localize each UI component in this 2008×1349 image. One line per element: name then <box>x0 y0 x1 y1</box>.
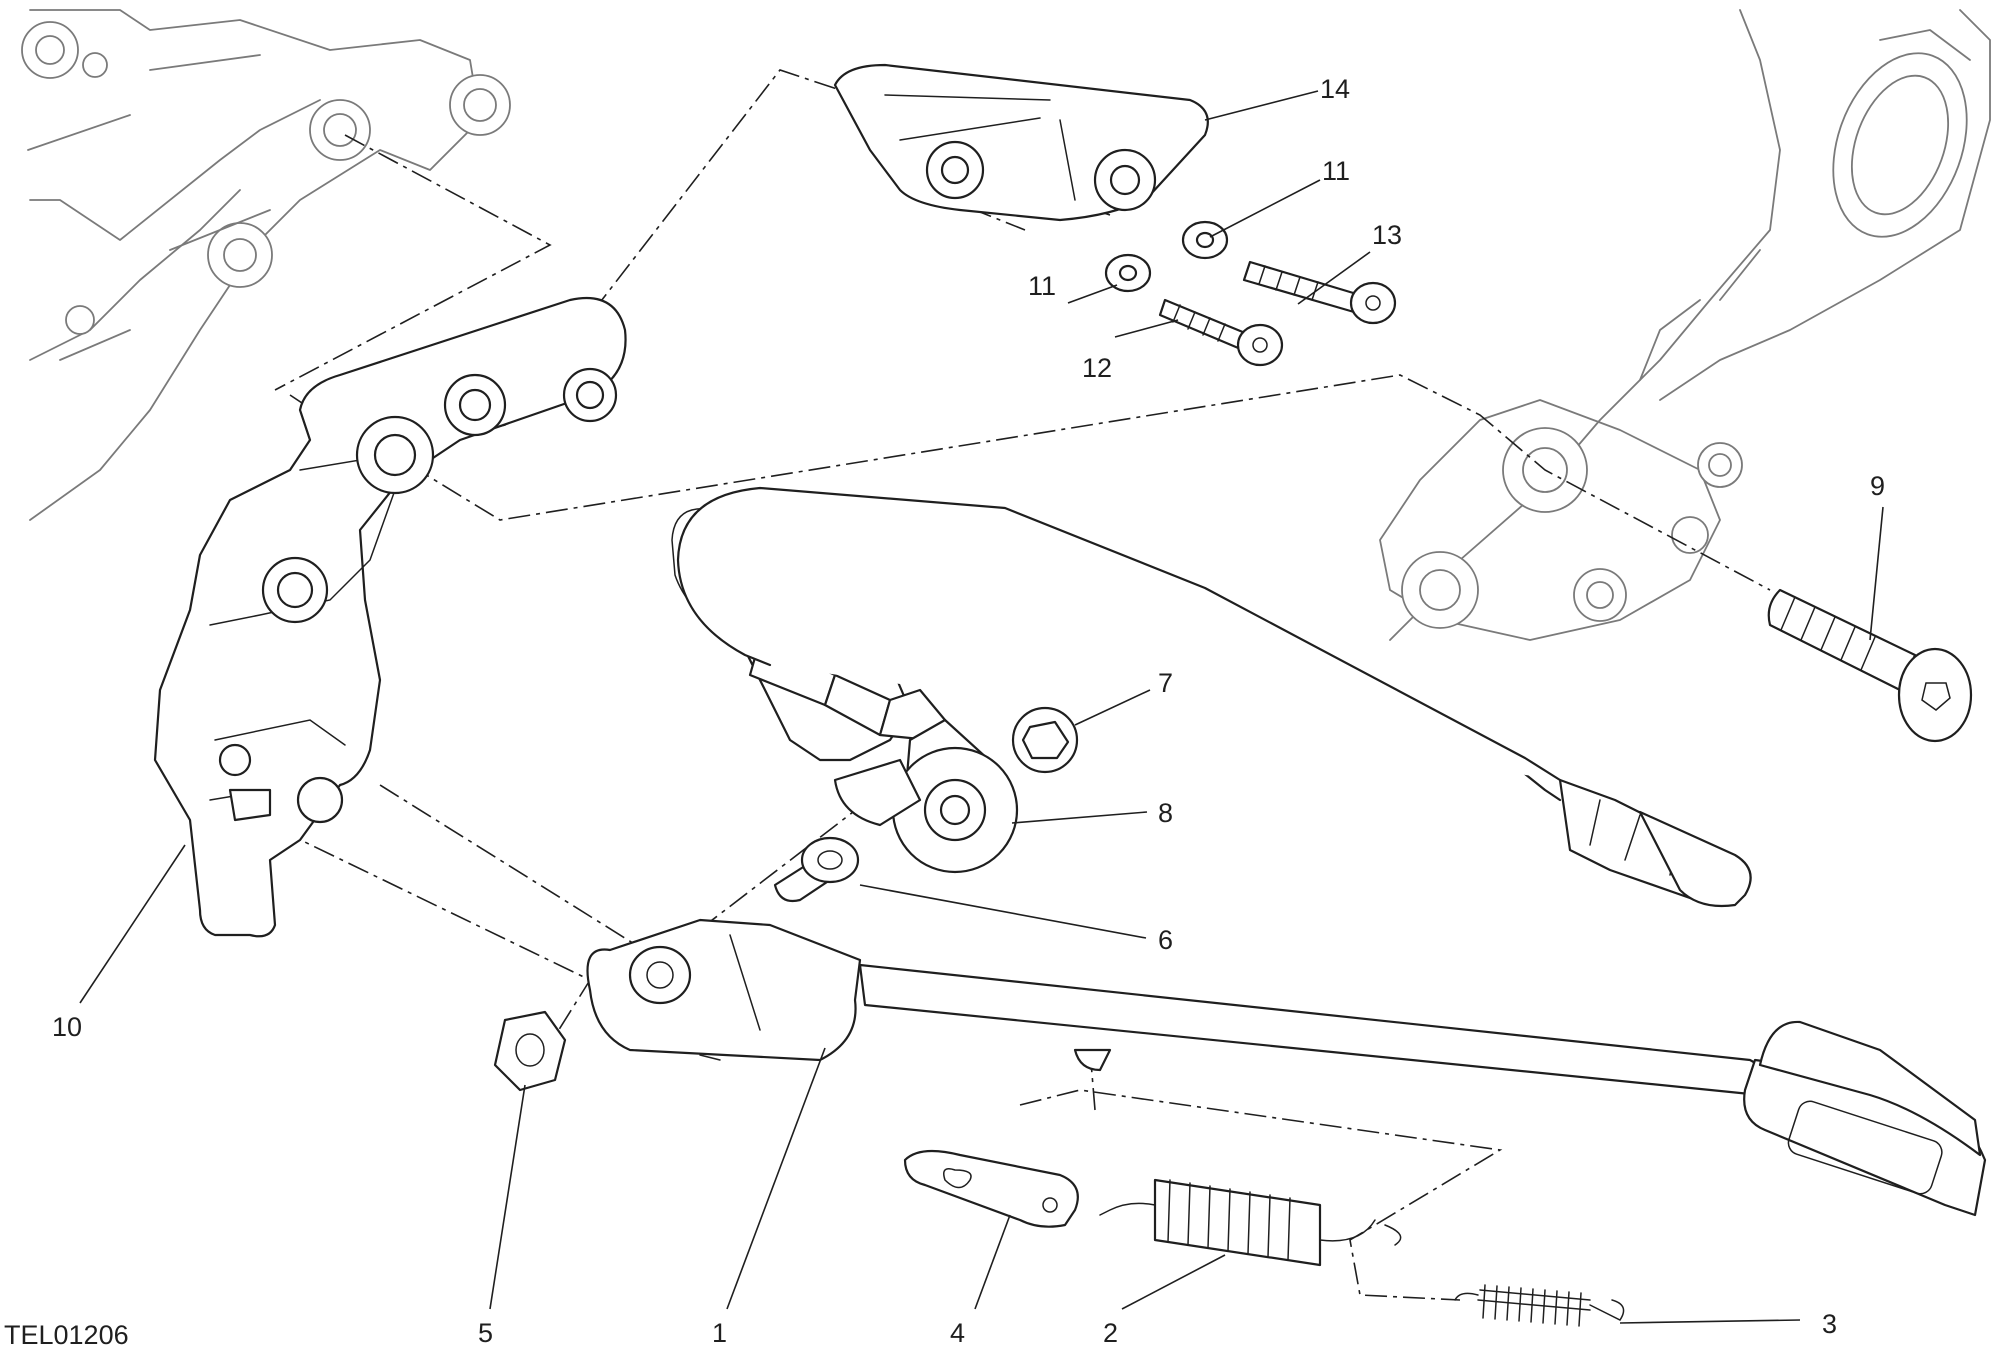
callout-3: 3 <box>1822 1309 1837 1339</box>
drawing-code: TEL01206 <box>4 1320 129 1349</box>
pin-6 <box>773 836 860 903</box>
callout-12: 12 <box>1082 353 1112 383</box>
spring-3 <box>1454 1284 1625 1327</box>
callout-5: 5 <box>478 1318 493 1348</box>
nut-5 <box>493 1010 567 1092</box>
callout-13: 13 <box>1372 220 1402 250</box>
callout-labels: 14 11 13 11 12 9 7 8 6 10 5 1 4 2 3 TEL0… <box>4 74 1885 1349</box>
callout-7: 7 <box>1158 668 1173 698</box>
side-stand-switch <box>671 486 1752 908</box>
callout-6: 6 <box>1158 925 1173 955</box>
washers <box>1104 220 1229 293</box>
callout-14: 14 <box>1320 74 1350 104</box>
frame-ghost-left <box>21 9 511 521</box>
callout-11a: 11 <box>1322 156 1350 186</box>
plate-4 <box>903 1149 1079 1228</box>
callout-8: 8 <box>1158 798 1173 828</box>
callout-11b: 11 <box>1028 271 1056 301</box>
stand-bracket <box>153 296 627 938</box>
leader-lines <box>79 90 1884 1324</box>
spring-2 <box>1099 1178 1402 1267</box>
guard-cover <box>833 63 1209 222</box>
nut-7 <box>1011 706 1079 774</box>
callout-2: 2 <box>1103 1318 1118 1348</box>
screws-12-13 <box>1158 260 1397 367</box>
side-stand <box>586 918 1987 1217</box>
callout-9: 9 <box>1870 471 1885 501</box>
callout-10: 10 <box>52 1012 82 1042</box>
callout-4: 4 <box>950 1318 965 1348</box>
callout-1: 1 <box>712 1318 727 1348</box>
bolt-9 <box>1767 588 1973 743</box>
